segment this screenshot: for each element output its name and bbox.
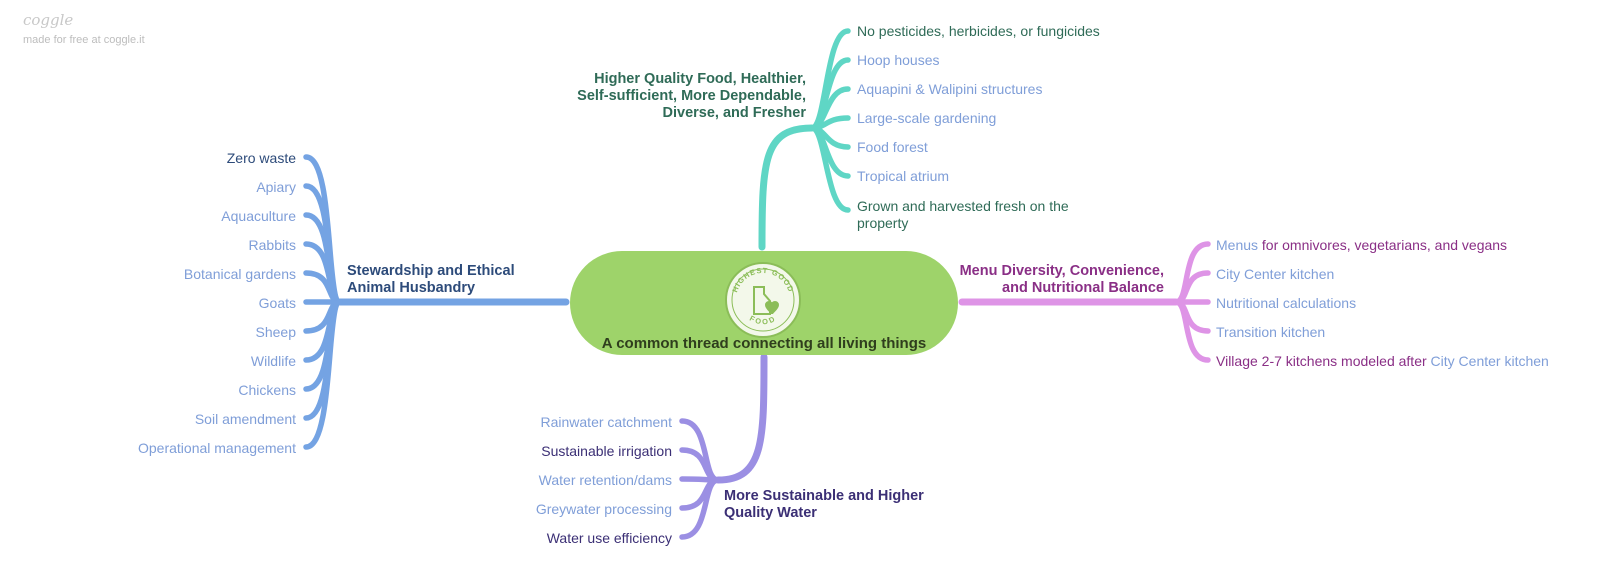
- branch-title-menu-diversity[interactable]: Menu Diversity, Convenience, and Nutriti…: [959, 263, 1164, 296]
- animal-item-apiary[interactable]: Apiary: [256, 179, 296, 195]
- animal-item-operational-management[interactable]: Operational management: [138, 440, 296, 456]
- badge-bottom-text: FOOD: [748, 314, 776, 327]
- village-text: Village 2-7 kitchens modeled after: [1216, 353, 1427, 369]
- water-item-efficiency[interactable]: Water use efficiency: [546, 530, 672, 546]
- animal-item-rabbits[interactable]: Rabbits: [248, 237, 296, 253]
- animal-item-wildlife[interactable]: Wildlife: [250, 353, 296, 369]
- water-item-sustainable-irrigation[interactable]: Sustainable irrigation: [541, 443, 672, 459]
- animal-item-zero-waste[interactable]: Zero waste: [226, 150, 296, 166]
- food-item-tropical-atrium[interactable]: Tropical atrium: [857, 168, 950, 184]
- connector-bottom-item: [679, 447, 721, 483]
- food-item-aquapini[interactable]: Aquapini & Walipini structures: [857, 81, 1043, 97]
- menus-link[interactable]: Menus: [1216, 237, 1259, 253]
- connector-right-item: [1173, 299, 1211, 363]
- water-item-rainwater-catchment[interactable]: Rainwater catchment: [540, 414, 672, 430]
- branch-title-food-quality[interactable]: Higher Quality Food, Healthier, Self-suf…: [577, 71, 806, 121]
- connector-right-item: [1173, 270, 1211, 305]
- animal-item-soil-amendment[interactable]: Soil amendment: [194, 411, 296, 427]
- animal-item-botanical-gardens[interactable]: Botanical gardens: [183, 266, 296, 282]
- branch-title-stewardship[interactable]: Stewardship and Ethical Animal Husbandry: [347, 263, 515, 296]
- menu-item-menus[interactable]: Menus for omnivores, vegetarians, and ve…: [1216, 237, 1507, 254]
- coggle-logo[interactable]: coggle: [23, 11, 74, 29]
- branch-title-water[interactable]: More Sustainable and Higher Quality Wate…: [724, 488, 924, 521]
- menus-description: for omnivores, vegetarians, and vegans: [1261, 237, 1508, 253]
- connector-left-item: [303, 299, 343, 450]
- food-item-hoop-houses[interactable]: Hoop houses: [857, 52, 940, 68]
- menu-item-transition-kitchen[interactable]: Transition kitchen: [1216, 324, 1326, 340]
- connector-bottom-item: [679, 477, 721, 540]
- food-item-gardening[interactable]: Large-scale gardening: [857, 110, 997, 126]
- food-item-grown-fresh[interactable]: Grown and harvested fresh on the propert…: [857, 198, 1069, 231]
- animal-item-chickens[interactable]: Chickens: [238, 382, 296, 398]
- animal-item-sheep[interactable]: Sheep: [255, 324, 296, 340]
- menu-item-village-kitchens[interactable]: Village 2-7 kitchens modeled after City …: [1216, 353, 1549, 370]
- food-item-no-pesticides[interactable]: No pesticides, herbicides, or fungicides: [857, 23, 1100, 39]
- animal-item-aquaculture[interactable]: Aquaculture: [221, 208, 296, 224]
- central-label: A common thread connecting all living th…: [601, 335, 927, 352]
- highest-good-food-badge: HIGHEST GOOD FOOD: [725, 262, 801, 338]
- connector-top-item: [809, 125, 851, 213]
- svg-text:FOOD: FOOD: [748, 314, 778, 327]
- menu-item-nutritional-calculations[interactable]: Nutritional calculations: [1216, 295, 1357, 311]
- connector-top-trunk: [758, 124, 816, 251]
- central-node[interactable]: HIGHEST GOOD FOOD A common thread connec…: [570, 251, 958, 355]
- coggle-watermark[interactable]: made for free at coggle.it: [23, 34, 145, 46]
- water-item-retention-dams[interactable]: Water retention/dams: [538, 472, 672, 488]
- food-item-food-forest[interactable]: Food forest: [857, 139, 928, 155]
- animal-item-goats[interactable]: Goats: [258, 295, 296, 311]
- menu-item-city-center-kitchen[interactable]: City Center kitchen: [1216, 266, 1335, 282]
- connector-bottom-trunk: [714, 353, 768, 484]
- village-city-center-link[interactable]: City Center kitchen: [1430, 353, 1549, 369]
- bag-heart-icon: [753, 286, 780, 315]
- water-item-greywater[interactable]: Greywater processing: [535, 501, 672, 517]
